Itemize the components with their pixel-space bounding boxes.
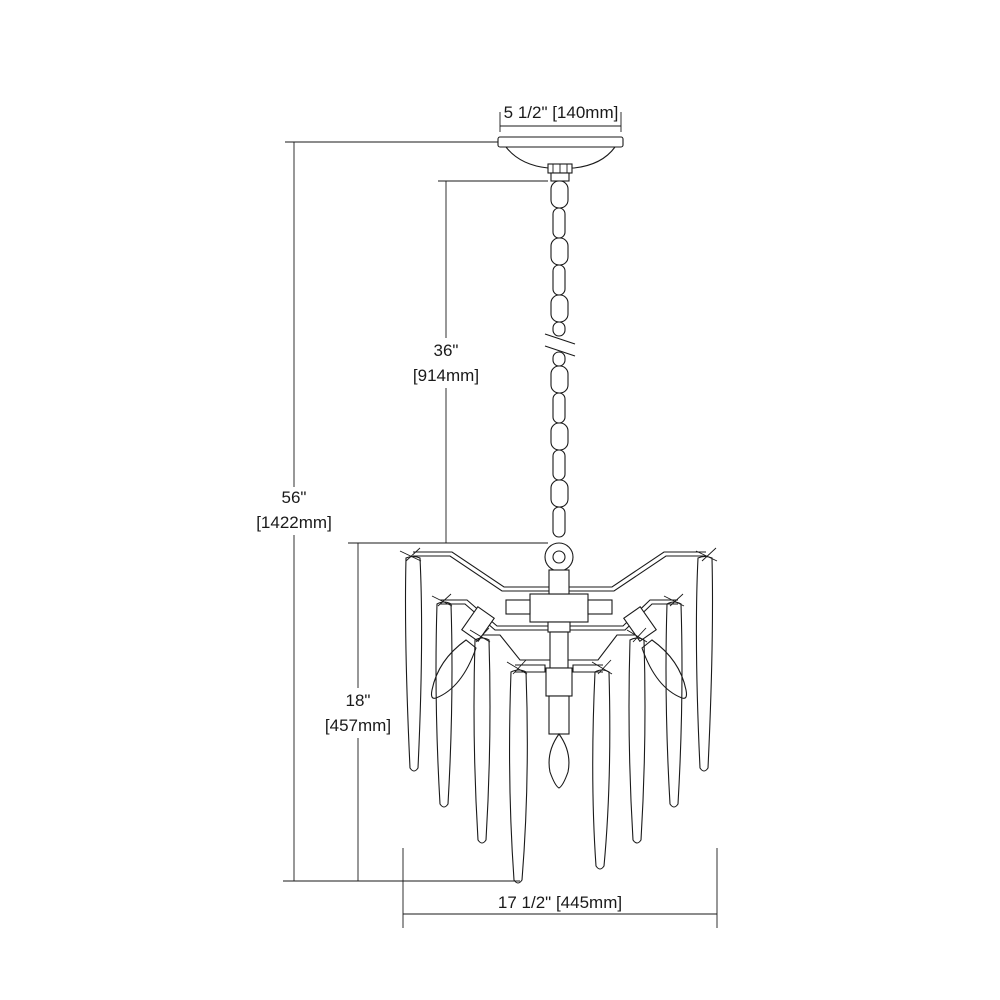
- fixture-height-inch-label: 18": [346, 691, 371, 710]
- overall-height-inch-label: 56": [282, 488, 307, 507]
- overall-height-mm-label: [1422mm]: [256, 513, 332, 532]
- fixture-frame: [413, 551, 706, 735]
- fixture-width-label: 17 1/2" [445mm]: [498, 893, 622, 912]
- canopy: [497, 136, 624, 182]
- dimension-lines: [283, 112, 718, 928]
- chain-length-inch-label: 36": [434, 341, 459, 360]
- bulbs: [430, 606, 688, 789]
- chain: [544, 180, 576, 572]
- chain-length-mm-label: [914mm]: [413, 366, 479, 385]
- canopy-width-label: 5 1/2" [140mm]: [504, 103, 619, 122]
- crystal-spears: [399, 547, 718, 884]
- fixture-height-mm-label: [457mm]: [325, 716, 391, 735]
